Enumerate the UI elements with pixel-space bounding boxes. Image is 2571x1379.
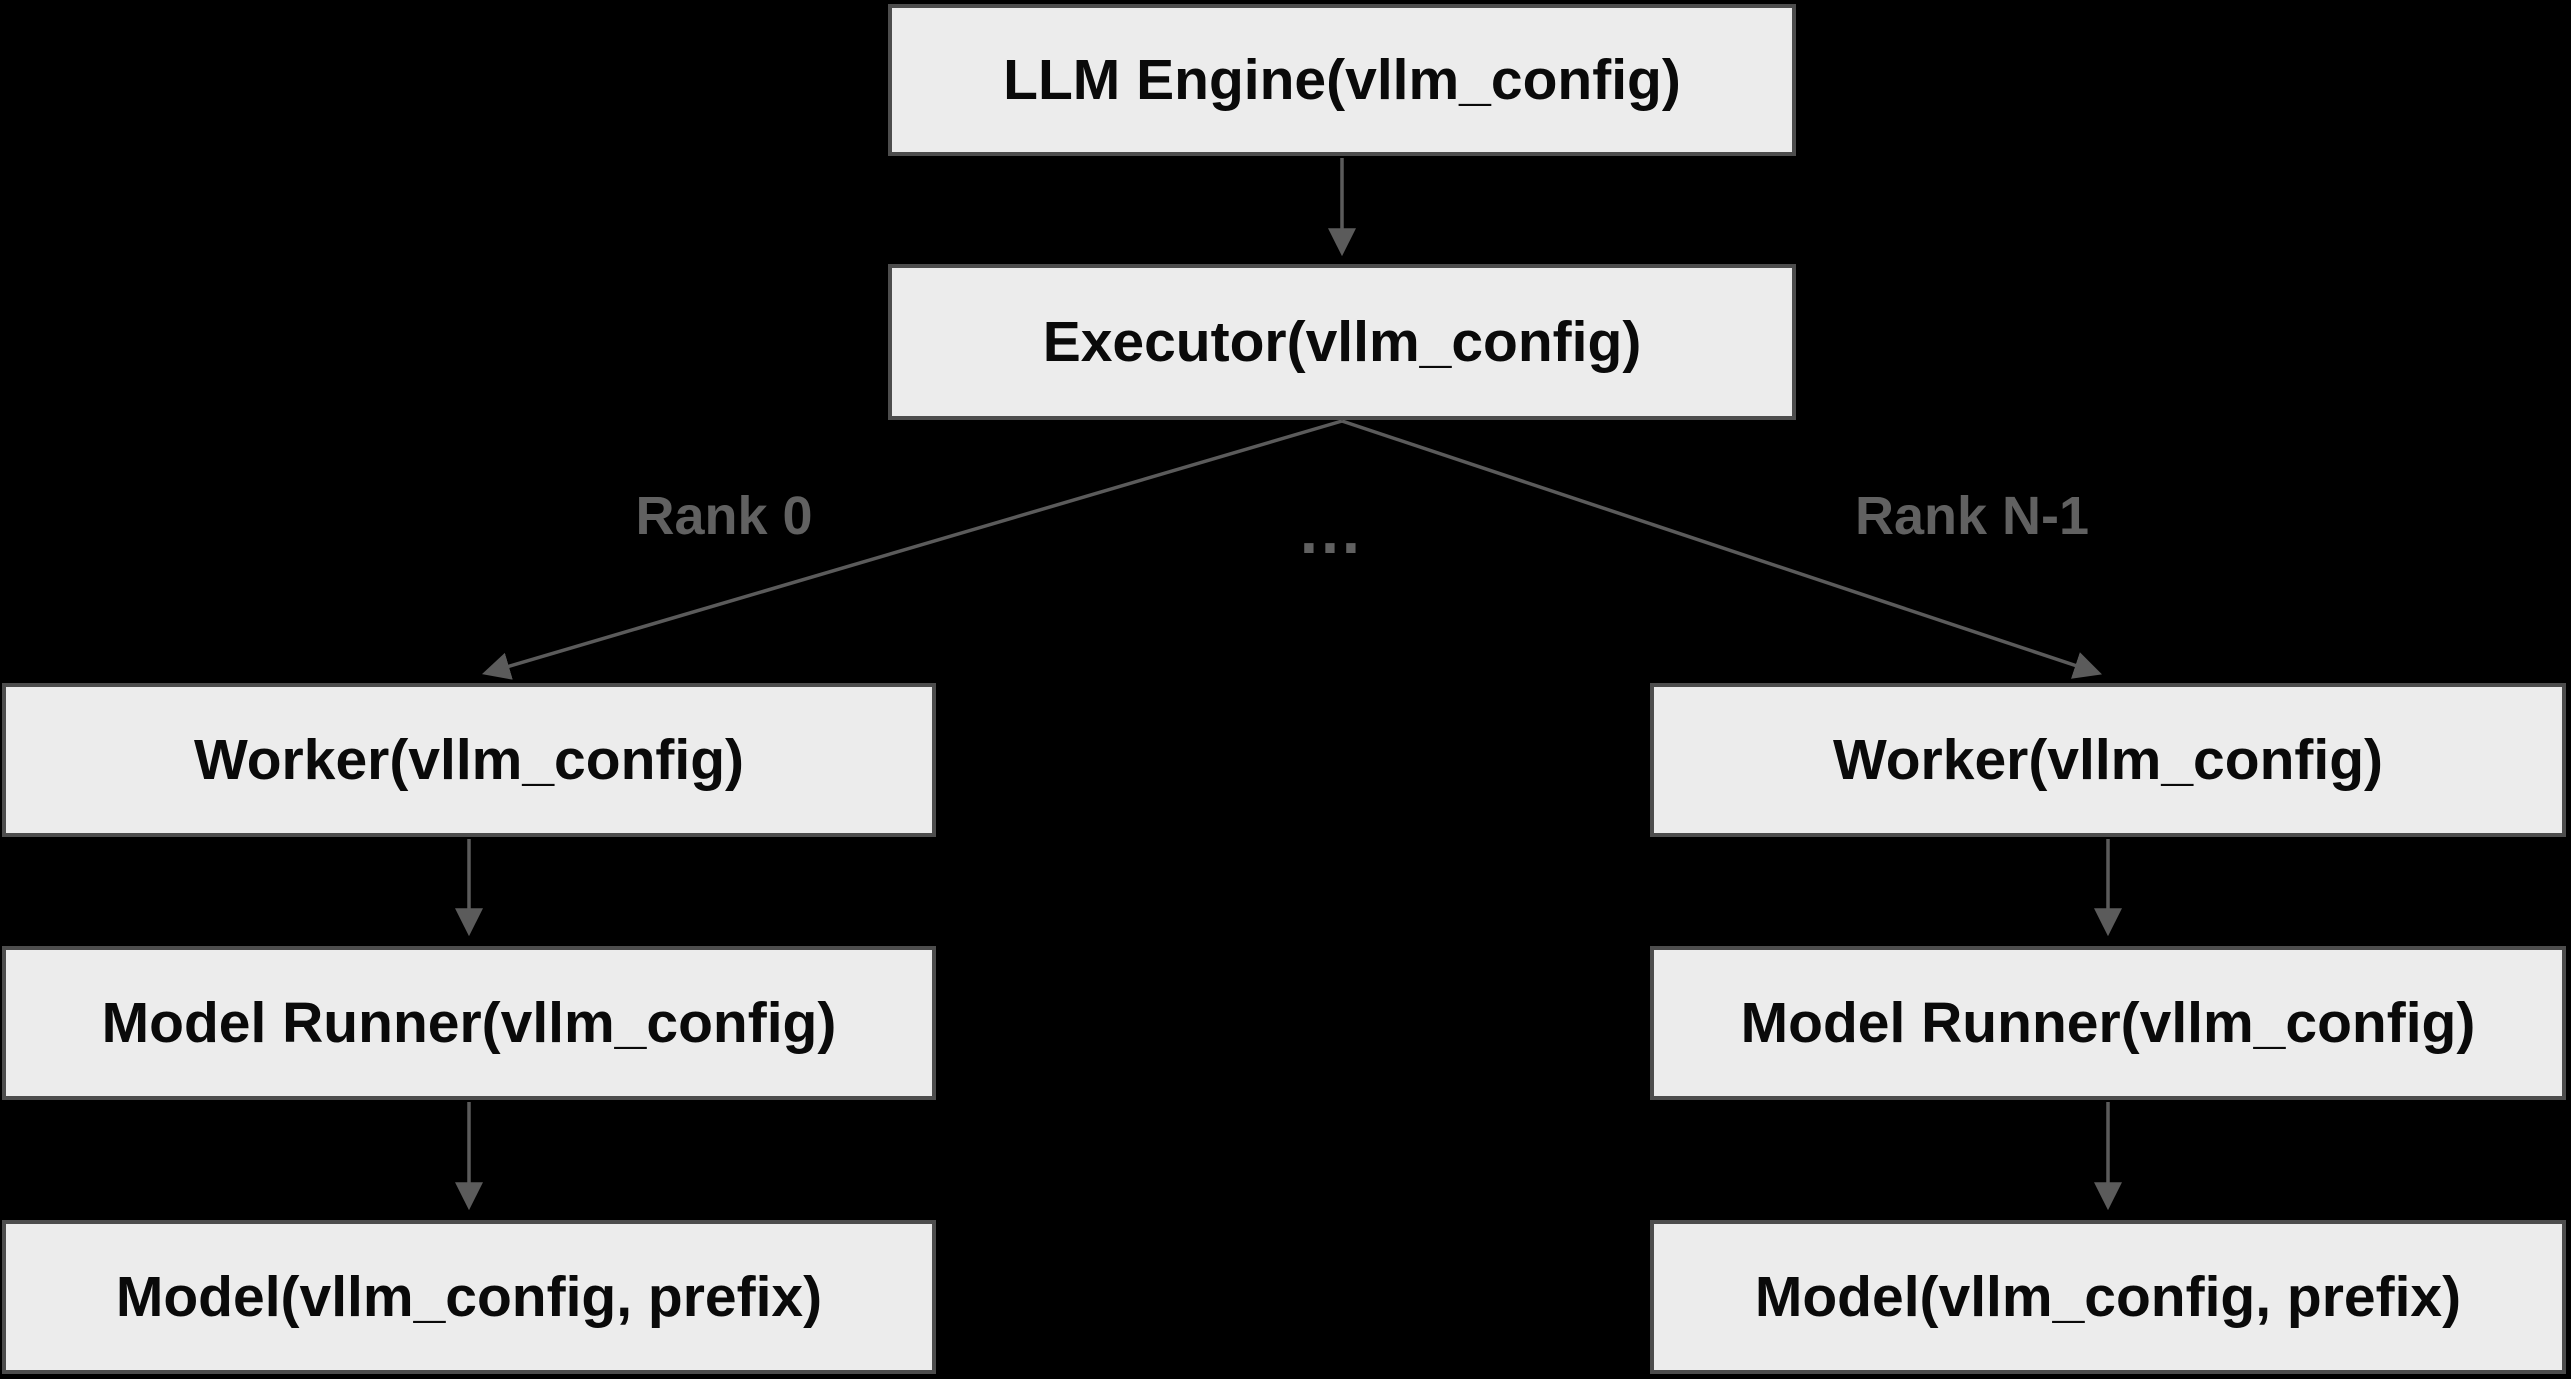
arrow-executor-to-worker-right <box>1341 419 2102 679</box>
node-model-runner-rank0: Model Runner(vllm_config) <box>2 946 936 1100</box>
node-llm-engine: LLM Engine(vllm_config) <box>888 4 1796 156</box>
node-executor: Executor(vllm_config) <box>888 264 1796 420</box>
node-model-runner-rankn1: Model Runner(vllm_config) <box>1650 946 2566 1100</box>
arrow-executor-to-worker-left <box>481 419 1343 680</box>
edge-label-rank-n-1: Rank N-1 <box>1854 486 2090 546</box>
node-worker-rankn1: Worker(vllm_config) <box>1650 683 2566 837</box>
node-model-rank0: Model(vllm_config, prefix) <box>2 1220 936 1374</box>
edge-label-rank-0: Rank 0 <box>635 486 813 546</box>
edge-label-ellipsis: … <box>1297 493 1363 567</box>
node-worker-rank0: Worker(vllm_config) <box>2 683 936 837</box>
node-model-rankn1: Model(vllm_config, prefix) <box>1650 1220 2566 1374</box>
